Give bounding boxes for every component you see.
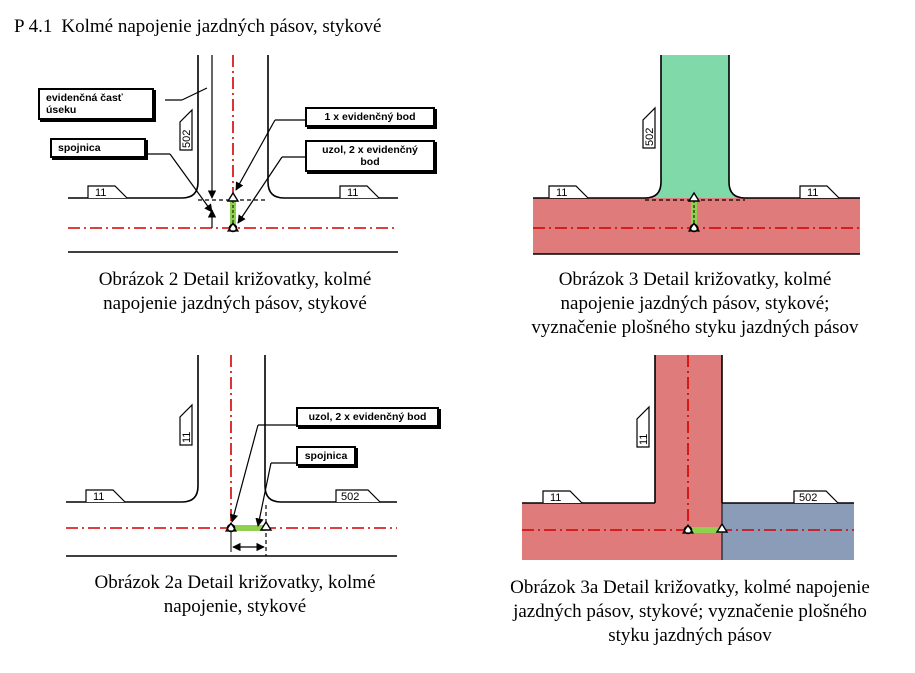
callout-uzol-two-body-2a: uzol, 2 x evidenčný bod: [296, 407, 439, 427]
road-number-tag-11-left-fig3a: 11: [542, 490, 583, 504]
figure-3a-diagram: 11 502 11: [522, 355, 854, 560]
road-number-tag-502-fig3a: 502: [793, 490, 839, 504]
triangle-point-fig3a: [715, 522, 729, 533]
side-road-area-fig3: [645, 55, 745, 198]
road-number-tag-11-vertical-fig3a: 11: [636, 405, 650, 448]
road-number-tag-11-left-fig3: 11: [548, 185, 589, 199]
caption-figure-2: Obrázok 2 Detail križovatky, kolmé napoj…: [98, 269, 372, 314]
road-edges-fig2a: [66, 355, 397, 557]
svg-text:11: 11: [638, 434, 650, 445]
road-number-tag-502-fig3: 502: [642, 106, 656, 149]
section-title: P 4.1 Kolmé napojenie jazdných pásov, sty…: [14, 16, 381, 38]
svg-text:11: 11: [93, 491, 104, 503]
svg-text:502: 502: [644, 128, 656, 146]
svg-text:502: 502: [799, 492, 817, 504]
node-point-fig3: [687, 221, 701, 233]
callout-evidencna-cast-useku: evidenčná časť úseku: [38, 88, 154, 120]
callout-uzol-two-body: uzol, 2 x evidenčný bod: [305, 140, 435, 172]
road-edges-fig2: [68, 55, 398, 253]
svg-text:502: 502: [181, 130, 193, 148]
svg-text:11: 11: [807, 187, 818, 199]
triangle-point-fig3: [687, 191, 701, 202]
road-number-tag-502-fig2: 502: [179, 108, 193, 151]
svg-text:11: 11: [550, 492, 561, 504]
road-number-tag-11-right-fig3: 11: [799, 185, 840, 199]
node-point-fig2a: [224, 521, 238, 533]
svg-text:502: 502: [341, 491, 359, 503]
section-heading: Kolmé napojenie jazdných pásov, stykové: [61, 16, 382, 37]
caption-figure-3a: Obrázok 3a Detail križovatky, kolmé napo…: [510, 577, 870, 646]
road-number-tag-11-left-fig2a: 11: [85, 489, 126, 503]
leader-lines-fig2a: [229, 424, 296, 527]
leader-lines-fig2: [146, 55, 305, 228]
figure-3-diagram: 11 11 502: [533, 55, 860, 255]
callout-one-evidencny-bod: 1 x evidenčný bod: [305, 107, 435, 127]
callout-spojnica: spojnica: [50, 138, 146, 158]
svg-text:11: 11: [95, 187, 106, 199]
caption-figure-3: Obrázok 3 Detail križovatky, kolmé napoj…: [531, 269, 859, 338]
road-edges-fig3: [533, 55, 860, 255]
svg-text:11: 11: [556, 187, 567, 199]
svg-text:11: 11: [181, 432, 193, 443]
node-point-fig3a: [681, 523, 695, 535]
callout-spojnica-2a: spojnica: [296, 446, 356, 466]
triangle-point-fig2: [226, 191, 240, 202]
node-point-fig2: [226, 221, 240, 233]
main-road-area-blue-fig3a: [722, 503, 854, 560]
figure-2a-diagram: 11 502 11: [66, 355, 397, 557]
road-number-tag-11-left-fig2: 11: [87, 185, 128, 199]
section-number: P 4.1: [14, 16, 53, 37]
road-number-tag-11-right-fig2: 11: [339, 185, 380, 199]
road-number-tag-502-fig2a: 502: [335, 489, 381, 503]
road-number-tag-11-vertical-fig2a: 11: [179, 403, 193, 446]
caption-figure-2a: Obrázok 2a Detail križovatky, kolmé napo…: [94, 572, 376, 617]
svg-text:11: 11: [347, 187, 358, 199]
figure-2-diagram: 11 11 502: [68, 55, 398, 253]
